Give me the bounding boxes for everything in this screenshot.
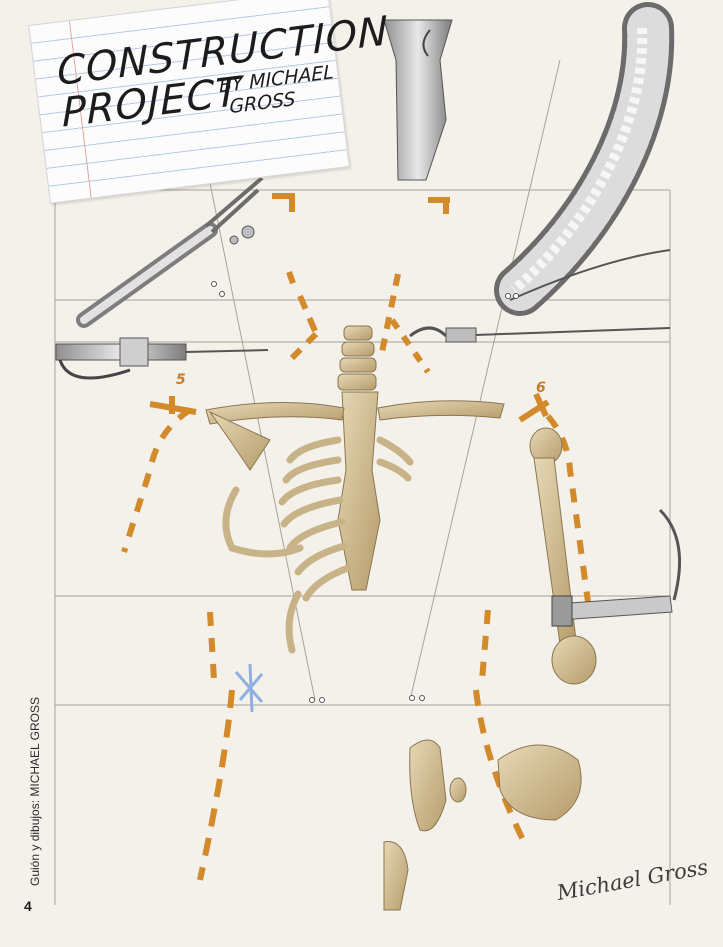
spine: [337, 325, 381, 591]
restraint-strap: [551, 508, 682, 627]
step-number-right: 6: [536, 380, 546, 396]
knife-blade: [383, 19, 453, 181]
clamp-wire: [409, 249, 671, 343]
blue-doodle: [234, 663, 264, 713]
clavicles: [205, 400, 505, 471]
humerus-bone: [529, 427, 597, 685]
flex-hose: [494, 2, 675, 316]
credit-text: Guión y dibujos: MICHAEL GROSS: [28, 697, 42, 886]
syringe-tool: [55, 337, 269, 380]
ribs: [222, 436, 414, 654]
assembly-dashes: [121, 193, 591, 881]
lower-bones: [383, 739, 582, 911]
rivets: [211, 281, 519, 703]
page-number: 4: [24, 898, 32, 914]
step-number-left: 5: [176, 372, 186, 388]
welding-torch: [76, 176, 264, 328]
